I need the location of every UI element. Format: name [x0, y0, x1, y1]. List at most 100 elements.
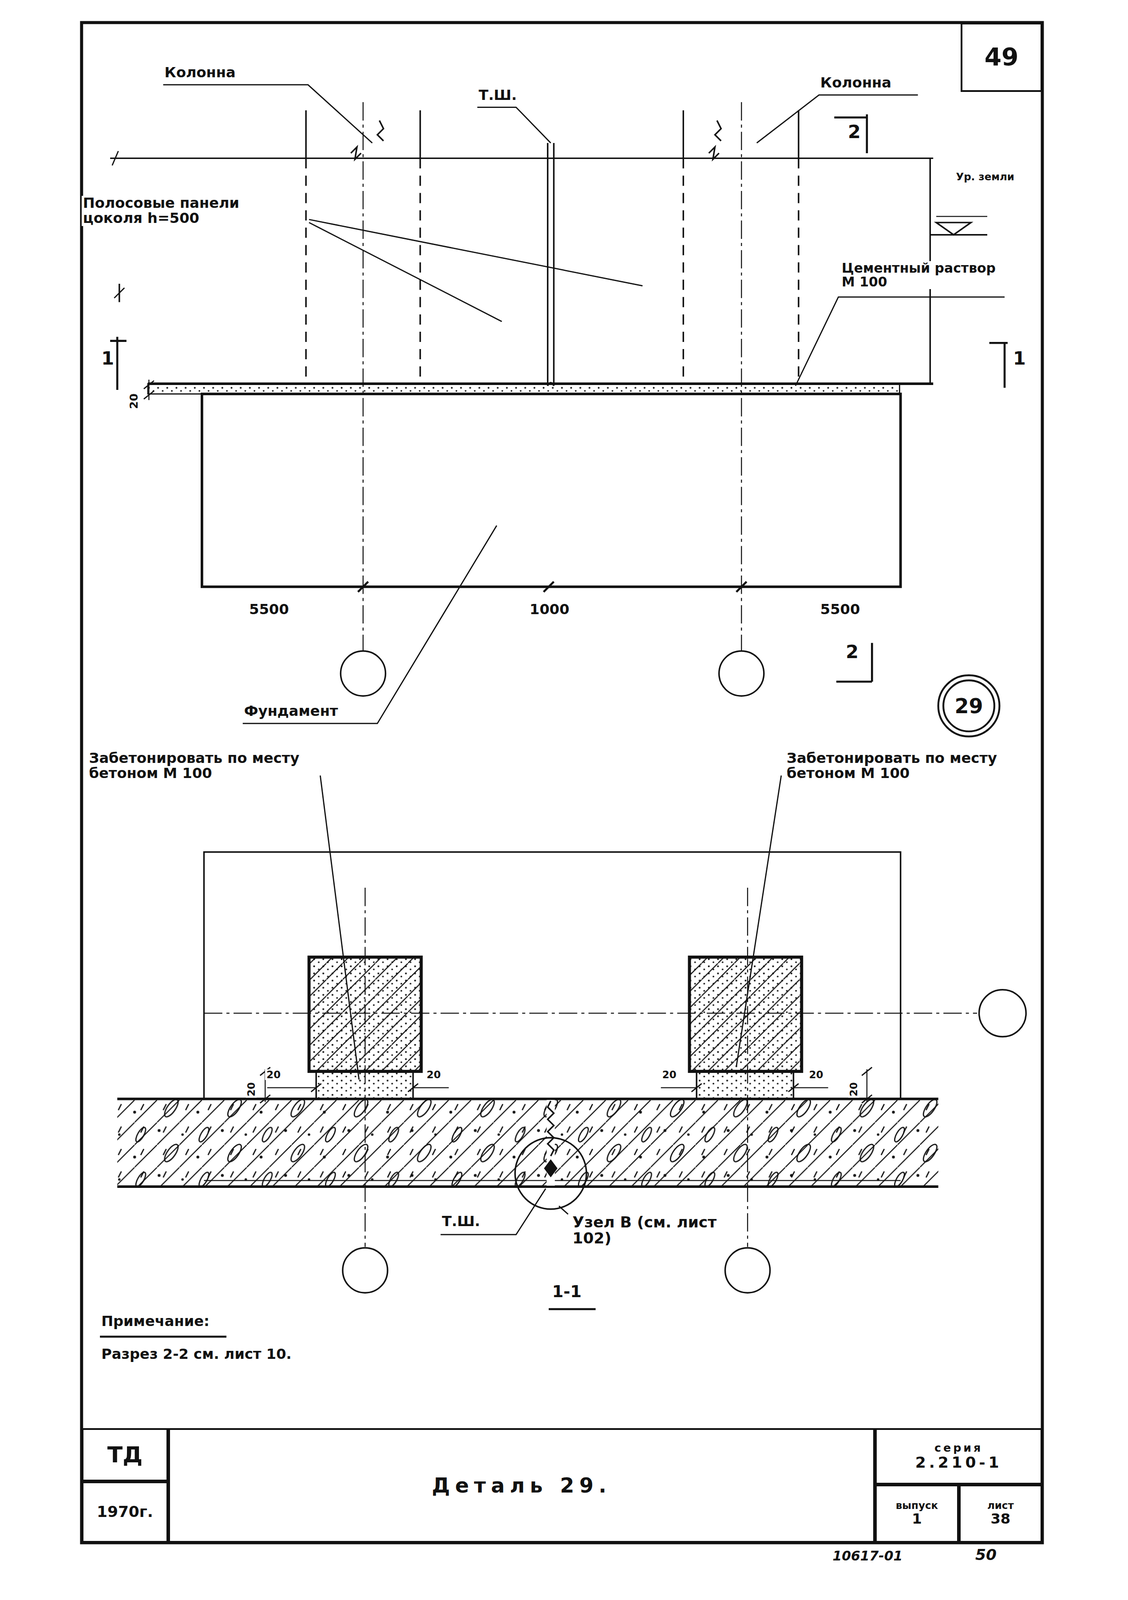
elevation-view	[350, 120, 721, 159]
title-text: 1970г.	[96, 1503, 154, 1520]
section-view	[342, 1247, 388, 1293]
archive-number: 10617-01	[831, 1548, 904, 1563]
title-text: ТД	[107, 1441, 143, 1467]
sheet-number-box: 49	[960, 22, 1043, 92]
elevation-view	[930, 233, 988, 236]
title-text: Деталь 29.	[431, 1473, 612, 1497]
leader-line	[308, 222, 502, 322]
section-view	[747, 887, 749, 1247]
elevation-view	[143, 380, 155, 399]
title-block-cell: ТД	[81, 1427, 169, 1481]
elevation-view	[797, 158, 800, 382]
dimension: 5500	[819, 601, 862, 618]
elevation-view	[201, 393, 901, 587]
elevation-view	[110, 157, 934, 159]
leader-line	[242, 525, 497, 724]
title-text: выпуск	[895, 1499, 939, 1511]
section-view	[117, 1184, 939, 1188]
title-text: 29	[954, 694, 984, 718]
section-mark: 2	[846, 122, 863, 142]
title-text: лист	[987, 1499, 1014, 1511]
dimension: 20	[807, 1068, 825, 1080]
section-view	[696, 1071, 794, 1099]
section-mark: 2	[844, 642, 860, 662]
title-block-cell: 1970г.	[81, 1480, 169, 1543]
section-view	[866, 1068, 868, 1102]
section-mark: 1	[99, 348, 116, 369]
title-block-cell: выпуск1	[874, 1484, 959, 1543]
part-label: Колонна	[163, 65, 238, 81]
section-view	[544, 1159, 558, 1177]
dimension: 20	[245, 1080, 257, 1098]
section-view	[117, 851, 1026, 1293]
elevation-view	[419, 158, 421, 382]
elevation-view	[305, 158, 307, 382]
dimension: 20	[848, 1080, 859, 1098]
node-reference: Узел В (см. лист 102)	[571, 1213, 743, 1246]
instruction-note: Забетонировать по месту бетоном М 100	[87, 750, 315, 781]
leader-line	[795, 296, 1005, 386]
title-text: серия	[934, 1441, 983, 1454]
elevation-view	[305, 110, 307, 159]
section-view	[689, 956, 802, 1071]
elevation-view	[936, 215, 988, 217]
section-view	[689, 956, 802, 1071]
elevation-view	[546, 142, 549, 386]
note-heading: Примечание:	[99, 1313, 211, 1329]
elevation-view	[147, 383, 900, 394]
part-label: Цементный раствор М 100	[840, 261, 1007, 289]
dimension: 5500	[247, 601, 291, 618]
title-block-cell: Деталь 29.	[168, 1427, 875, 1542]
section-view	[260, 1066, 872, 1103]
dimension: 20	[660, 1068, 678, 1080]
page-number: 50	[973, 1546, 998, 1563]
elevation-view	[362, 102, 364, 651]
elevation-view	[340, 650, 386, 696]
note-text: Разрез 2-2 см. лист 10.	[99, 1346, 293, 1362]
title-text: 38	[990, 1510, 1011, 1527]
level-label: Ур. земли	[954, 171, 1016, 183]
section-view	[412, 1086, 449, 1088]
elevation-view	[834, 114, 867, 154]
elevation-view	[989, 342, 1008, 388]
instruction-note: Забетонировать по месту бетоном М 100	[785, 750, 1008, 781]
dimension: 20	[265, 1068, 282, 1080]
elevation-view	[682, 110, 685, 159]
section-view	[514, 1137, 587, 1209]
section-view	[117, 1097, 939, 1101]
leader-line	[163, 84, 373, 143]
elevation-view	[112, 150, 119, 166]
elevation-view	[797, 110, 800, 159]
section-view	[660, 1086, 697, 1088]
dimension: 20	[128, 391, 141, 410]
section-view	[364, 887, 366, 1247]
elevation-view	[719, 650, 764, 696]
leader-line	[477, 107, 551, 143]
section-view	[793, 1086, 828, 1088]
elevation-view	[419, 110, 421, 159]
section-view	[203, 1012, 977, 1014]
section-view	[311, 1083, 799, 1092]
section-view	[725, 1247, 771, 1293]
title-block-cell: лист38	[958, 1484, 1043, 1543]
sheet-frame	[81, 22, 1043, 1543]
elevation-view	[110, 102, 1008, 696]
section-view	[547, 1100, 555, 1156]
circle-outline	[938, 675, 1000, 737]
elevation-view	[936, 222, 971, 235]
section-view	[117, 1098, 939, 1187]
leader-line	[756, 94, 919, 143]
dimension: 1000	[528, 601, 571, 618]
joint-label: Т.Ш.	[477, 87, 519, 103]
part-label: Фундамент	[242, 703, 340, 719]
title-text: 1	[911, 1510, 922, 1527]
title-block-cell: серия2.210-1	[874, 1427, 1043, 1484]
joint-label: Т.Ш.	[440, 1213, 482, 1229]
leader-line	[440, 1188, 547, 1235]
section-view	[267, 1086, 317, 1088]
section-view	[203, 851, 901, 1099]
sheet-frame	[81, 22, 1043, 1543]
section-title: 1-1	[550, 1282, 583, 1301]
elevation-view	[553, 142, 555, 386]
dimension: 20	[425, 1068, 443, 1080]
